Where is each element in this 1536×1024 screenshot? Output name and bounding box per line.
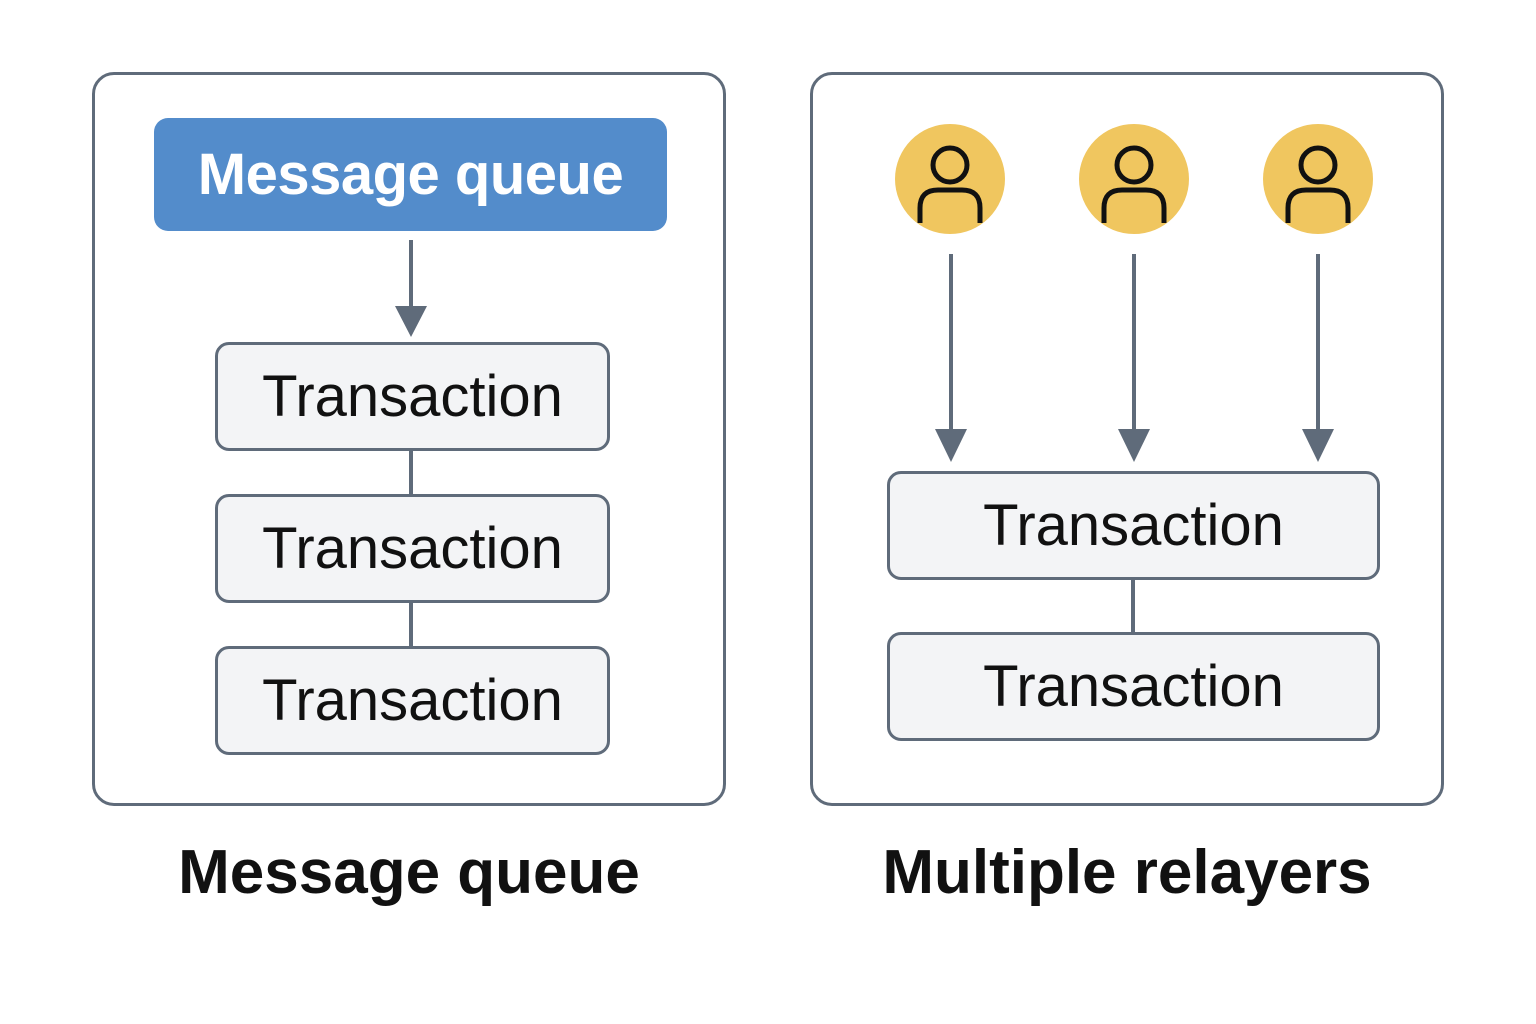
transaction-box: Transaction bbox=[887, 632, 1380, 741]
message-queue-box: Message queue bbox=[154, 118, 667, 231]
relayer-arrow bbox=[1118, 254, 1150, 462]
multiple-relayers-caption: Multiple relayers bbox=[882, 837, 1372, 907]
user-icon bbox=[917, 145, 983, 223]
user-icon bbox=[1285, 145, 1351, 223]
relayer-avatar bbox=[895, 124, 1005, 234]
transaction-box: Transaction bbox=[215, 342, 610, 451]
relayer-arrow bbox=[935, 254, 967, 462]
relayer-arrow bbox=[1302, 254, 1334, 462]
transaction-connector bbox=[1131, 578, 1135, 634]
transaction-box: Transaction bbox=[887, 471, 1380, 580]
transaction-connector bbox=[409, 450, 413, 496]
user-icon bbox=[1101, 145, 1167, 223]
relayer-avatar bbox=[1263, 124, 1373, 234]
transaction-box: Transaction bbox=[215, 646, 610, 755]
relayer-avatar bbox=[1079, 124, 1189, 234]
message-queue-caption: Message queue bbox=[178, 837, 640, 907]
transaction-box: Transaction bbox=[215, 494, 610, 603]
transaction-connector bbox=[409, 602, 413, 648]
queue-to-transaction-arrow bbox=[395, 240, 427, 337]
